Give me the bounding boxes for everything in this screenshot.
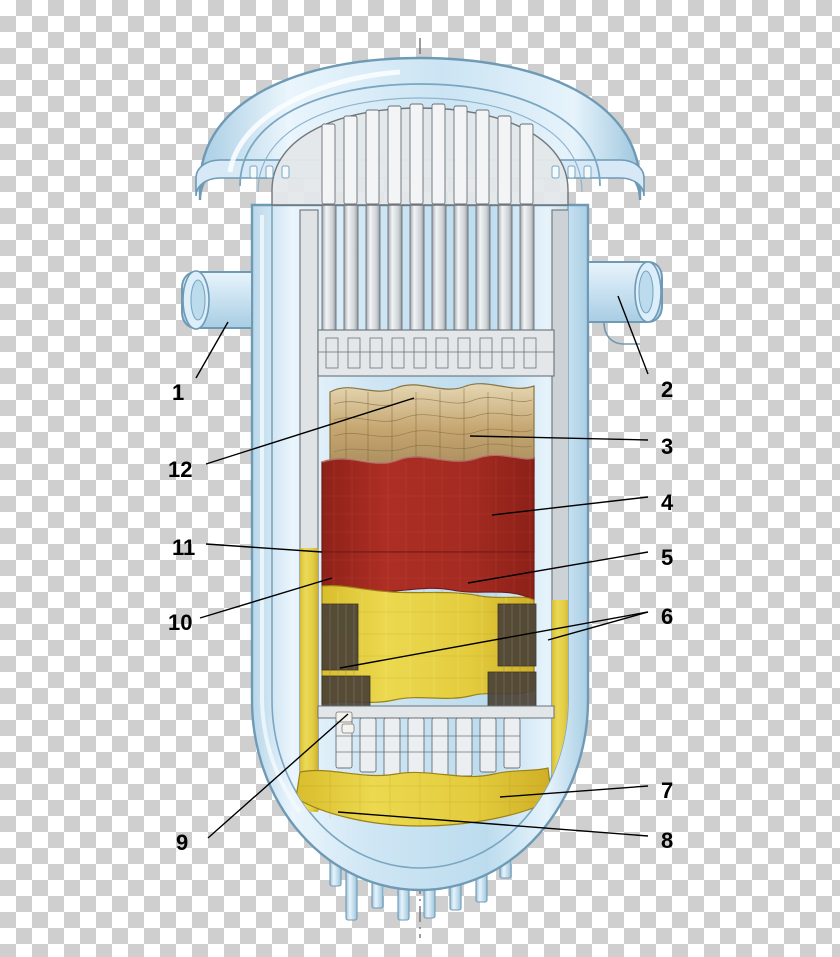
leader-3: [469, 435, 649, 441]
leader-6a: [547, 611, 649, 641]
outlet-nozzle-right: [587, 261, 663, 345]
leader-8: [337, 811, 649, 837]
leader-5: [467, 551, 649, 584]
callout-label-9: 9: [176, 830, 189, 855]
callout-leader-lines: [195, 295, 649, 839]
leader-4: [491, 496, 649, 516]
leader-1: [195, 321, 229, 379]
leader-12: [205, 397, 415, 465]
callout-label-6: 6: [661, 604, 674, 629]
leader-10: [199, 577, 333, 619]
callout-label-11: 11: [172, 535, 196, 560]
solidified-core-material: [321, 454, 535, 601]
callout-label-8: 8: [661, 828, 674, 853]
vessel-internals: [295, 200, 568, 827]
callout-label-4: 4: [661, 490, 674, 515]
vessel-closure-head: [195, 56, 645, 206]
callout-label-3: 3: [661, 434, 674, 459]
leader-9: [207, 713, 349, 839]
callout-label-12: 12: [168, 457, 193, 482]
upper-core-support-plate: [317, 329, 555, 377]
callout-label-5: 5: [661, 545, 674, 570]
inlet-nozzle-left: [181, 270, 253, 330]
callout-label-1: 1: [172, 380, 185, 405]
callout-label-10: 10: [168, 610, 193, 635]
callout-label-7: 7: [661, 778, 674, 803]
leader-11: [205, 543, 323, 553]
callout-label-2: 2: [661, 377, 674, 402]
intact-fuel-assemblies: [321, 603, 537, 711]
lower-core-support-structure: [317, 705, 555, 779]
leader-2: [617, 295, 649, 375]
leader-6b: [339, 611, 649, 669]
lower-head-debris: [295, 767, 553, 827]
leader-7: [499, 785, 649, 798]
